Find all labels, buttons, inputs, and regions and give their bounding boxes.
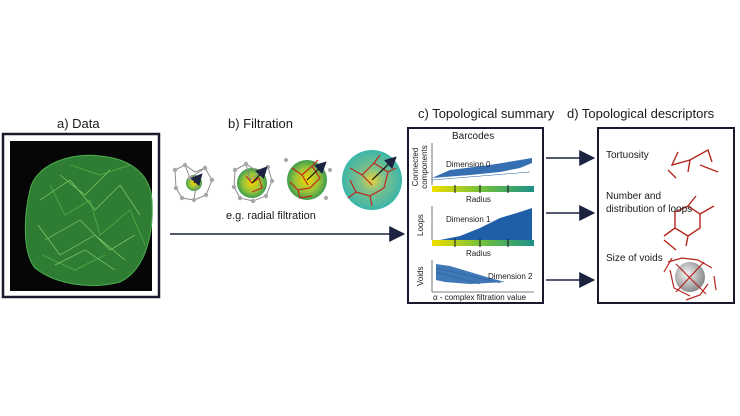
panel-a-title: a) Data: [57, 116, 100, 131]
tortuosity-glyph: [667, 148, 719, 179]
loops-axis-label: Loops: [416, 214, 425, 236]
tortuosity-label: Tortuosity: [606, 150, 649, 161]
panel-c-title: c) Topological summary: [418, 106, 555, 121]
filtration-step-2: [231, 161, 275, 204]
filtration-step-1: [172, 162, 215, 203]
barcode-dimension-2: [431, 260, 534, 293]
barcodes-label: Barcodes: [452, 131, 495, 142]
alpha-filtration-label: α - complex filtration value: [433, 293, 527, 302]
filtration-step-3: [284, 158, 332, 200]
filtration-step-4: [342, 150, 402, 210]
voids-descriptor-label: Size of voids: [606, 253, 663, 264]
voids-glyph: [663, 257, 717, 301]
dimension-1-label: Dimension 1: [446, 215, 491, 224]
panel-d-title: d) Topological descriptors: [567, 106, 715, 121]
panel-d-frame: [597, 127, 735, 304]
loops-descriptor-label: Number and distribution of loops: [606, 191, 693, 215]
voids-axis-label: Voids: [416, 266, 425, 286]
panel-b-title: b) Filtration: [228, 116, 294, 131]
dimension-2-label: Dimension 2: [488, 272, 533, 281]
connected-components-axis-label: Connected components: [411, 145, 429, 189]
panel-a-data-image: [1, 132, 161, 299]
loops-glyph: [663, 195, 715, 251]
filtration-caption: e.g. radial filtration: [226, 210, 316, 222]
radius-label-1: Radius: [466, 249, 491, 258]
dimension-0-label: Dimension 0: [446, 160, 491, 169]
radius-label-0: Radius: [466, 195, 491, 204]
barcode-dimension-1: [431, 206, 534, 247]
barcode-dimension-0: [431, 143, 534, 193]
